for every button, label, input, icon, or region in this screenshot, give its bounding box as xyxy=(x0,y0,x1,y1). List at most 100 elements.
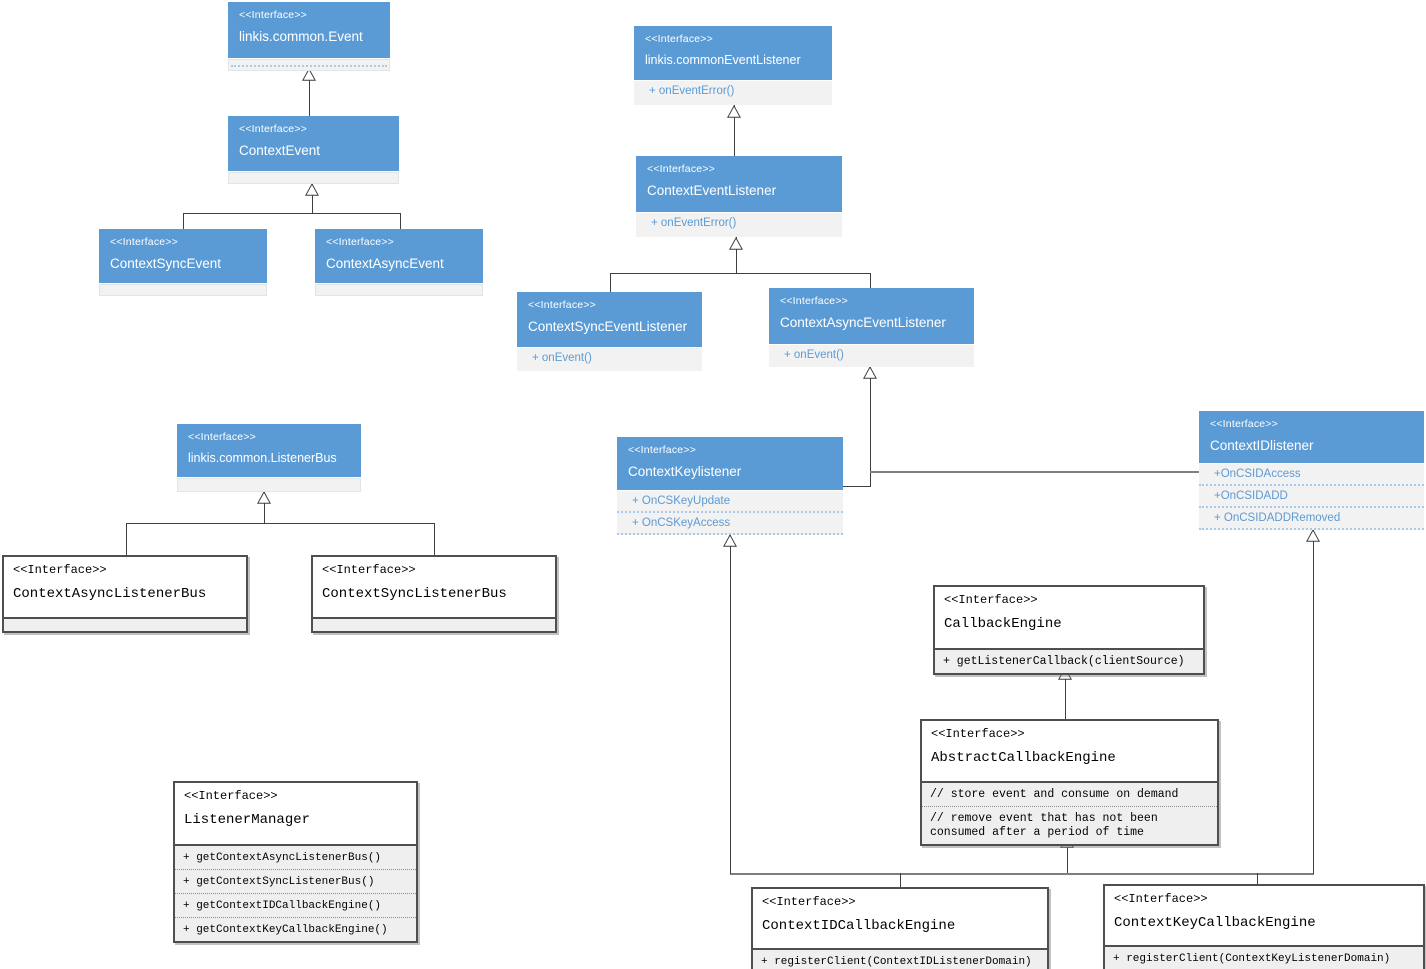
class-name: ContextAsyncListenerBus xyxy=(13,586,207,602)
stereotype-label: <<Interface>> xyxy=(528,299,596,311)
connector-up-to-idlistener xyxy=(1313,529,1314,874)
stereotype-label: <<Interface>> xyxy=(944,593,1038,607)
connector-contexteventlistener-to-commonlistener xyxy=(734,105,735,156)
method-label: + OnCSIDADDRemoved xyxy=(1199,508,1424,530)
method-label: +OnCSIDADD xyxy=(1199,486,1424,508)
class-box-callbackengine: <<Interface>> CallbackEngine + getListen… xyxy=(933,585,1205,675)
class-name: linkis.commonEventListener xyxy=(645,53,801,67)
class-name: ContextAsyncEvent xyxy=(326,256,444,271)
method-label: + onEvent() xyxy=(517,348,702,371)
connector-listener-children-trunk xyxy=(736,237,737,273)
generalization-arrow-idlistener xyxy=(1306,529,1320,542)
class-name: ContextIDCallbackEngine xyxy=(762,918,956,934)
generalization-arrow-event xyxy=(302,68,316,81)
connector-up-to-keylistener xyxy=(730,534,731,874)
method-label: + getContextIDCallbackEngine() xyxy=(175,894,416,918)
stereotype-label: <<Interface>> xyxy=(1210,418,1278,430)
connector-asynclistener-trunk xyxy=(870,366,871,486)
stereotype-label: <<Interface>> xyxy=(239,123,307,135)
class-name: linkis.common.Event xyxy=(239,29,363,44)
class-name: ContextIDlistener xyxy=(1210,438,1314,453)
method-label: + getContextKeyCallbackEngine() xyxy=(183,924,388,936)
class-name: ContextAsyncEventListener xyxy=(780,315,946,330)
empty-member-strip xyxy=(99,284,267,296)
stereotype-label: <<Interface>> xyxy=(184,789,278,803)
connector-syncevent-drop xyxy=(183,213,184,229)
connector-asyncbus-drop xyxy=(126,523,127,555)
method-label: + onEventError() xyxy=(636,213,842,237)
class-name: ListenerManager xyxy=(184,812,311,828)
method-label: + getContextAsyncListenerBus() xyxy=(175,846,416,870)
class-name: linkis.common.ListenerBus xyxy=(188,451,337,465)
class-name: AbstractCallbackEngine xyxy=(931,750,1116,766)
class-name: ContextKeylistener xyxy=(628,464,742,479)
generalization-arrow-contextevent xyxy=(305,183,319,196)
connector-asyncevent-drop xyxy=(400,213,401,229)
class-name: ContextSyncListenerBus xyxy=(322,586,507,602)
stereotype-label: <<Interface>> xyxy=(628,444,696,456)
stereotype-label: <<Interface>> xyxy=(110,236,178,248)
class-box-contextkeycallbackengine: <<Interface>> ContextKeyCallbackEngine +… xyxy=(1103,884,1425,969)
class-box-commoneventlistener: <<Interface>> linkis.commonEventListener… xyxy=(634,26,832,105)
connector-synclistener-drop xyxy=(610,273,611,292)
class-name: ContextSyncEvent xyxy=(110,256,222,271)
stereotype-label: <<Interface>> xyxy=(931,727,1025,741)
class-box-listenermanager: <<Interface>> ListenerManager + getConte… xyxy=(173,781,418,943)
stereotype-label: <<Interface>> xyxy=(322,563,416,577)
class-name: ContextEventListener xyxy=(647,183,777,198)
stereotype-label: <<Interface>> xyxy=(326,236,394,248)
connector-syncbus-drop xyxy=(434,523,435,555)
method-label: + getListenerCallback(clientSource) xyxy=(943,655,1185,668)
connector-listenerbus-bus xyxy=(126,523,435,524)
class-box-contextsynclistenerbus: <<Interface>> ContextSyncListenerBus xyxy=(311,555,557,633)
stereotype-label: <<Interface>> xyxy=(647,163,715,175)
method-label: + getContextSyncListenerBus() xyxy=(175,870,416,894)
generalization-arrow-listenerbus xyxy=(257,491,271,504)
class-box-contextidcallbackengine: <<Interface>> ContextIDCallbackEngine + … xyxy=(751,887,1049,969)
empty-member-strip xyxy=(177,478,361,492)
connector-idcallbackengine-drop xyxy=(900,873,901,887)
connector-bottom-bus xyxy=(730,873,1314,875)
connector-contextevent-to-event xyxy=(309,70,310,116)
method-label: +OnCSIDAccess xyxy=(1199,464,1424,486)
class-name: ContextSyncEventListener xyxy=(528,319,688,334)
class-box-contextasynclistenerbus: <<Interface>> ContextAsyncListenerBus xyxy=(2,555,248,633)
dotted-separator xyxy=(231,65,387,67)
connector-abstract-to-callbackengine xyxy=(1065,667,1066,719)
connector-engines-to-abstract xyxy=(1067,835,1068,874)
empty-member-strip xyxy=(228,59,390,71)
generalization-arrow-keylistener xyxy=(723,534,737,547)
generalization-arrow-commoneventlistener xyxy=(727,105,741,118)
class-name: ContextEvent xyxy=(239,143,321,158)
class-box-contextasyncevent: <<Interface>> ContextAsyncEvent xyxy=(315,229,483,296)
class-box-abstractcallbackengine: <<Interface>> AbstractCallbackEngine // … xyxy=(920,719,1219,846)
empty-member-strip xyxy=(315,284,483,296)
method-label: + onEventError() xyxy=(634,81,832,105)
empty-member-strip xyxy=(313,617,555,631)
method-label: + OnCSKeyUpdate xyxy=(617,491,843,513)
connector-contextevent-children-bus xyxy=(183,213,401,214)
class-box-contextidlistener: <<Interface>> ContextIDlistener +OnCSIDA… xyxy=(1199,411,1424,530)
stereotype-label: <<Interface>> xyxy=(13,563,107,577)
method-label: + onEvent() xyxy=(769,345,974,367)
stereotype-label: <<Interface>> xyxy=(188,431,256,443)
comment-label: // remove event that has not been consum… xyxy=(930,812,1158,839)
empty-member-strip xyxy=(4,617,246,631)
comment-label: // store event and consume on demand xyxy=(922,783,1217,807)
class-box-event: <<Interface>> linkis.common.Event xyxy=(228,2,390,71)
connector-asynclistener-drop xyxy=(870,273,871,288)
method-label: + registerClient(ContextKeyListenerDomai… xyxy=(1113,953,1391,965)
connector-listener-children-bus xyxy=(610,273,871,274)
stereotype-label: <<Interface>> xyxy=(762,895,856,909)
connector-keylistener-step xyxy=(843,486,871,487)
stereotype-label: <<Interface>> xyxy=(239,9,307,21)
connector-listenerbus-trunk xyxy=(264,491,265,523)
method-label: + registerClient(ContextIDListenerDomain… xyxy=(761,956,1032,968)
class-name: ContextKeyCallbackEngine xyxy=(1114,915,1316,931)
class-box-contextsynceventlistener: <<Interface>> ContextSyncEventListener +… xyxy=(517,292,702,371)
stereotype-label: <<Interface>> xyxy=(780,295,848,307)
method-label: + OnCSKeyAccess xyxy=(617,513,843,535)
class-box-contexteventlistener: <<Interface>> ContextEventListener + onE… xyxy=(636,156,842,237)
class-box-contextkeylistener: <<Interface>> ContextKeylistener + OnCSK… xyxy=(617,437,843,535)
